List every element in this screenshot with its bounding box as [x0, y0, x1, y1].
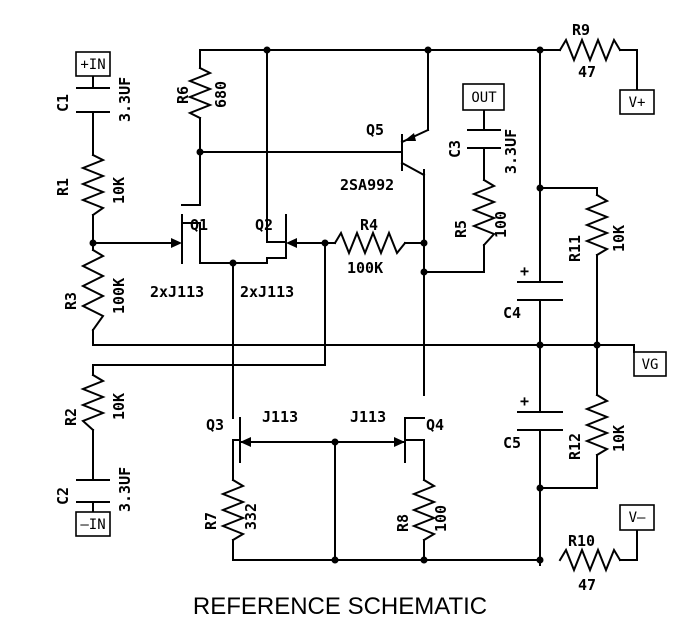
r10-zigzag — [558, 547, 622, 573]
wires — [92, 49, 638, 566]
label-c5-ref: C5 — [503, 434, 521, 452]
label-c5-plus: + — [520, 392, 529, 410]
diagram-title: REFERENCE SCHEMATIC — [193, 593, 487, 620]
label-r10-ref: R10 — [568, 532, 595, 550]
label-c2-value: 3.3UF — [116, 467, 134, 512]
terminal-out: OUT — [471, 90, 497, 106]
q3-gate-arrow — [240, 437, 251, 447]
label-r6-ref: R6 — [174, 86, 192, 104]
label-r2-ref: R2 — [62, 408, 80, 426]
label-c4-ref: C4 — [503, 304, 521, 322]
q1-gate-arrow — [171, 238, 182, 248]
label-c4-plus: + — [520, 262, 529, 280]
terminal-v-neg: V– — [629, 510, 646, 526]
label-r3-ref: R3 — [62, 292, 80, 310]
label-q3-part: J113 — [262, 408, 298, 426]
terminal-out-box — [462, 83, 505, 111]
label-q4-part: J113 — [350, 408, 386, 426]
label-r8-ref: R8 — [394, 514, 412, 532]
label-r10-value: 47 — [578, 576, 596, 594]
label-r5-ref: R5 — [452, 220, 470, 238]
label-c3-value: 3.3UF — [502, 129, 520, 174]
label-q4-ref: Q4 — [426, 416, 444, 434]
label-r11-value: 10K — [610, 225, 628, 252]
r4-zigzag — [333, 230, 407, 256]
c4-plates — [517, 281, 563, 301]
q4-gate-arrow — [394, 437, 405, 447]
label-q2-ref: Q2 — [255, 216, 273, 234]
label-q1-ref: Q1 — [190, 216, 208, 234]
terminal-in-pos: +IN — [80, 57, 105, 73]
label-r6-value: 680 — [212, 81, 230, 108]
label-r4-ref: R4 — [360, 216, 378, 234]
q5-emitter-arrow — [404, 133, 416, 141]
label-r2-value: 10K — [110, 393, 128, 420]
r6-zigzag — [187, 66, 213, 120]
c1-plates — [76, 87, 110, 113]
r3-zigzag — [80, 248, 106, 332]
label-r12-value: 10K — [610, 425, 628, 452]
terminal-in-pos-box — [75, 51, 111, 77]
r2-zigzag — [80, 373, 106, 432]
r11-zigzag — [584, 193, 610, 257]
terminal-v-pos-box — [619, 89, 655, 115]
labels: C1 3.3UF R1 10K R3 100K R2 10K C2 3.3UF … — [54, 21, 628, 594]
terminal-vg: VG — [642, 357, 659, 373]
label-r5-value: 100 — [492, 211, 510, 238]
label-r9-ref: R9 — [572, 21, 590, 39]
label-r12-ref: R12 — [566, 433, 584, 460]
resistors — [80, 37, 622, 573]
c2-plates — [76, 479, 110, 503]
junctions — [89, 46, 601, 564]
q5-symbol — [400, 128, 430, 177]
r7-zigzag — [220, 478, 246, 542]
q2-gate-arrow — [286, 238, 297, 248]
label-c2-ref: C2 — [54, 487, 72, 505]
terminal-in-neg: –IN — [80, 517, 105, 533]
r12-zigzag — [584, 393, 610, 457]
terminals: +IN –IN OUT V+ V– VG — [75, 51, 667, 537]
q4-symbol — [404, 417, 425, 463]
capacitors — [76, 87, 563, 503]
label-q2-part: 2xJ113 — [240, 283, 294, 301]
label-r11-ref: R11 — [566, 235, 584, 262]
transistors — [171, 128, 430, 463]
q1-symbol — [181, 204, 201, 224]
label-q1-part: 2xJ113 — [150, 283, 204, 301]
label-c1-ref: C1 — [54, 94, 72, 112]
q2-symbol — [266, 241, 287, 259]
r9-zigzag — [558, 37, 622, 63]
q3-symbol — [232, 394, 241, 463]
label-r7-value: 332 — [242, 503, 260, 530]
terminal-vg-box — [633, 351, 667, 377]
c3-plates — [467, 129, 501, 149]
label-r7-ref: R7 — [202, 512, 220, 530]
terminal-in-neg-box — [75, 511, 111, 537]
label-c1-value: 3.3UF — [116, 77, 134, 122]
label-r4-value: 100K — [347, 259, 383, 277]
label-c3-ref: C3 — [446, 140, 464, 158]
label-r9-value: 47 — [578, 63, 596, 81]
terminal-v-pos: V+ — [629, 95, 646, 111]
r5-zigzag — [471, 178, 497, 247]
label-q3-ref: Q3 — [206, 416, 224, 434]
r8-zigzag — [411, 478, 437, 542]
r1-zigzag — [80, 153, 106, 217]
label-r1-ref: R1 — [54, 178, 72, 196]
label-r8-value: 100 — [432, 505, 450, 532]
label-q5-ref: Q5 — [366, 121, 384, 139]
label-r3-value: 100K — [110, 278, 128, 314]
terminal-v-neg-box — [619, 504, 655, 531]
c5-plates — [517, 411, 563, 431]
label-r1-value: 10K — [110, 177, 128, 204]
label-q5-part: 2SA992 — [340, 176, 394, 194]
